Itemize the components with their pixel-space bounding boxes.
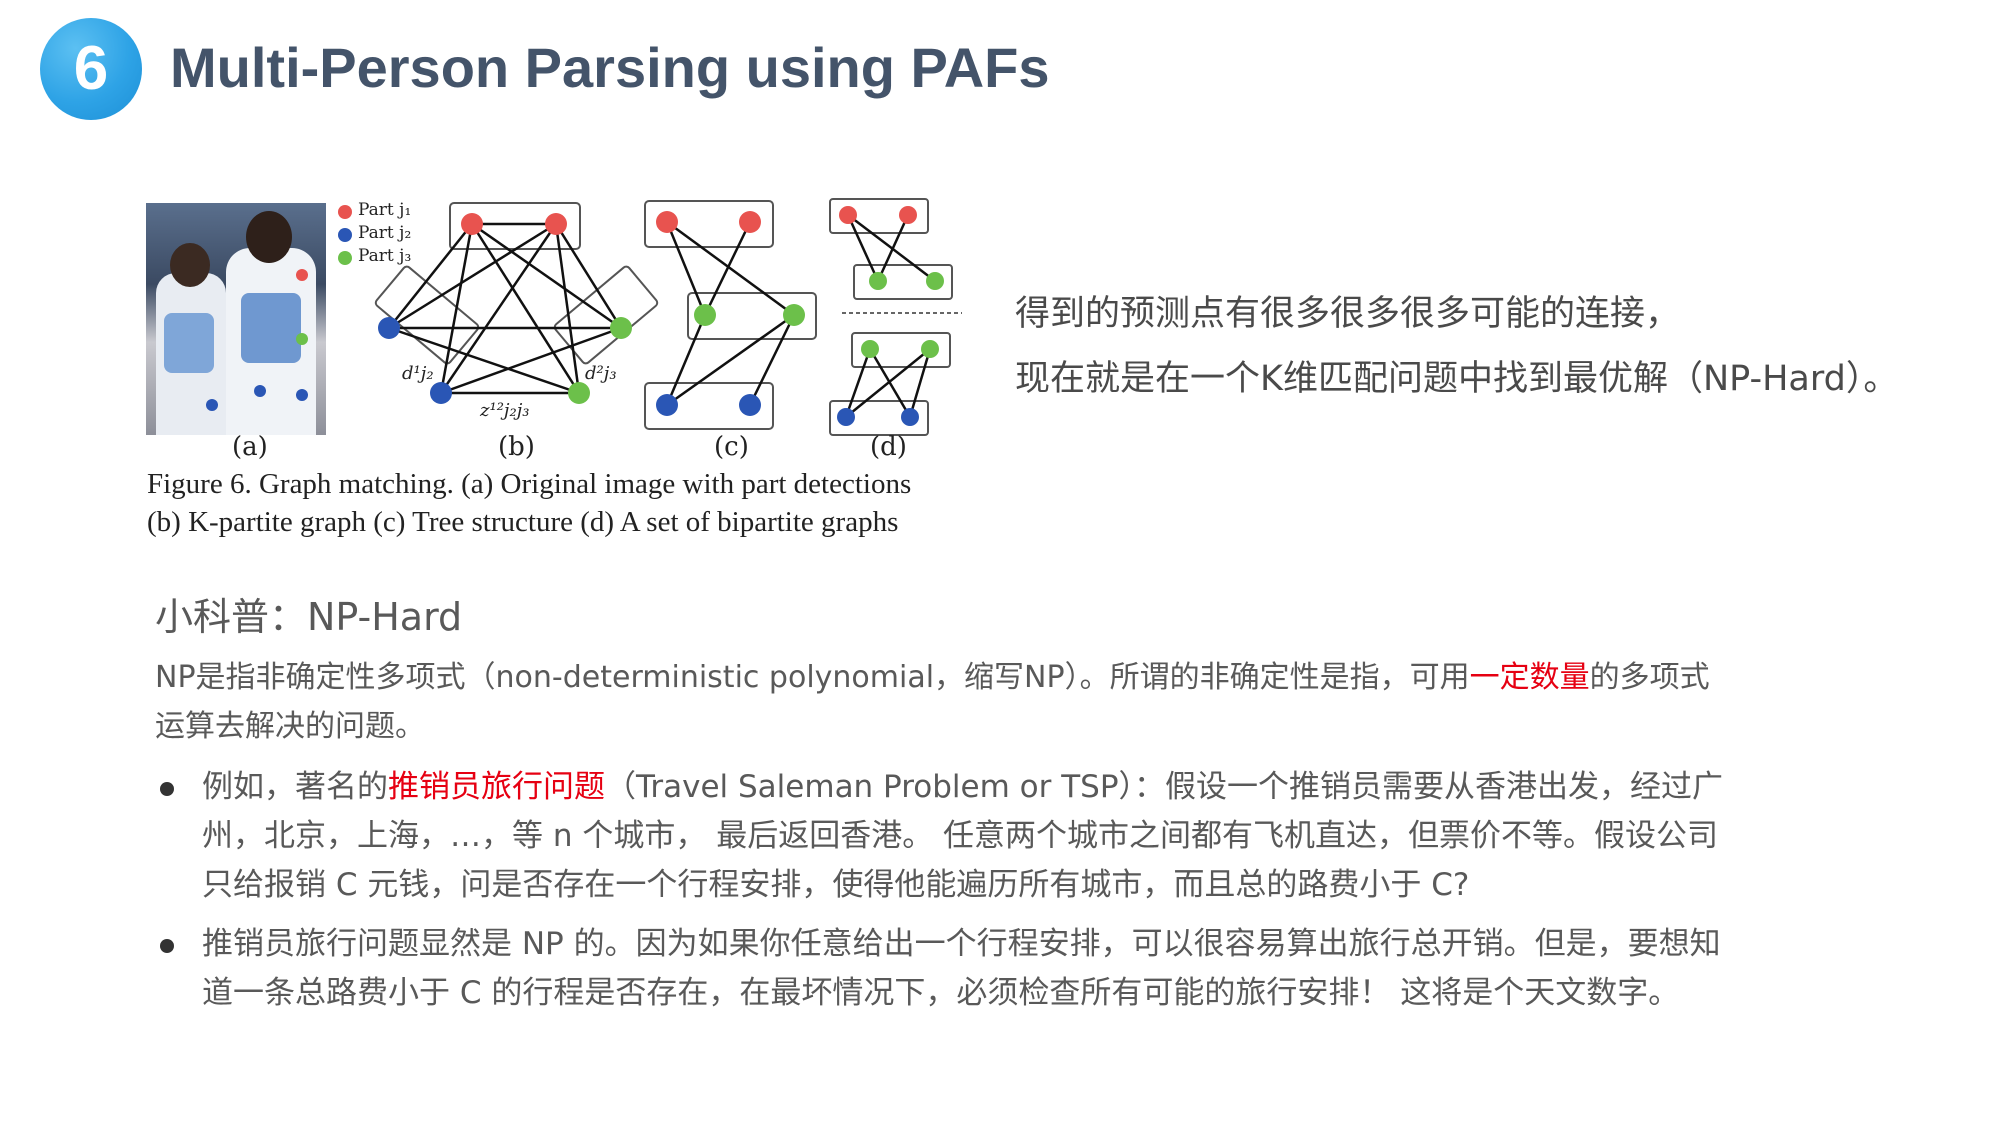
graph-diagrams	[338, 198, 962, 436]
science-paragraph: NP是指非确定性多项式（non-deterministic polynomial…	[155, 653, 1875, 751]
science-para-a: NP是指非确定性多项式（non-deterministic polynomial…	[155, 660, 1470, 695]
science-para-line2: 运算去解决的问题。	[155, 709, 425, 744]
bullet1-line3: 只给报销 C 元钱，问是否存在一个行程安排，使得他能遍历所有城市，而且总的路费小…	[202, 867, 1470, 903]
bipartite-graphs	[829, 198, 962, 436]
bullet1-line1-rest: （Travel Saleman Problem or TSP）：假设一个推销员需…	[605, 769, 1724, 805]
panel-label-d: (d)	[870, 432, 907, 462]
edge-label-d2: d²j₃	[585, 363, 617, 384]
science-para-b: 的多项式	[1589, 660, 1710, 695]
edge-label-d1: d¹j₂	[402, 363, 434, 384]
legend-dot-part3	[338, 251, 352, 265]
legend-dot-part2	[338, 228, 352, 242]
panel-label-c: (c)	[714, 432, 749, 462]
section-number-badge: 6	[40, 18, 142, 120]
panel-label-b: (b)	[498, 432, 535, 462]
slide-title: Multi-Person Parsing using PAFs	[170, 36, 1050, 99]
original-image-photo	[146, 203, 326, 435]
graph-matching-figure: Part j₁ Part j₂ Part j₃ d¹j₂ d²j₃ z¹²j₂j…	[140, 195, 980, 555]
bullet1-highlight: 推销员旅行问题	[388, 769, 605, 805]
right-text-line1: 得到的预测点有很多很多很多可能的连接，	[1015, 294, 1681, 334]
right-text-line2: 现在就是在一个K维匹配问题中找到最优解（NP-Hard）。	[1015, 359, 1899, 399]
figure-caption: Figure 6. Graph matching. (a) Original i…	[147, 465, 911, 541]
panel-label-a: (a)	[232, 432, 268, 462]
science-heading: 小科普：NP-Hard	[155, 595, 463, 639]
figure-caption-line2: (b) K-partite graph (c) Tree structure (…	[147, 506, 899, 538]
bullet-dot-icon	[160, 782, 174, 796]
edge-label-z: z¹²j₂j₃	[480, 400, 530, 421]
legend-part1: Part j₁	[358, 200, 412, 220]
figure-caption-line1: Figure 6. Graph matching. (a) Original i…	[147, 468, 912, 500]
legend-part2: Part j₂	[358, 223, 412, 243]
legend-dot-part1	[338, 205, 352, 219]
bullet-dot-icon	[160, 939, 174, 953]
k-partite-graph	[374, 202, 659, 404]
section-number: 6	[73, 34, 109, 103]
bullet1-line2: 州，北京，上海，…，等 n 个城市， 最后返回香港。 任意两个城市之间都有飞机直…	[202, 818, 1719, 854]
bullet2-line1: 推销员旅行问题显然是 NP 的。因为如果你任意给出一个行程安排，可以很容易算出旅…	[202, 926, 1721, 962]
bullet2-line2: 道一条总路费小于 C 的行程是否存在，在最坏情况下，必须检查所有可能的旅行安排！…	[202, 975, 1680, 1011]
tree-structure-graph	[644, 200, 817, 430]
science-para-highlight: 一定数量	[1469, 660, 1590, 695]
legend-part3: Part j₃	[358, 246, 412, 266]
bullet1-pre: 例如，著名的	[202, 769, 388, 805]
